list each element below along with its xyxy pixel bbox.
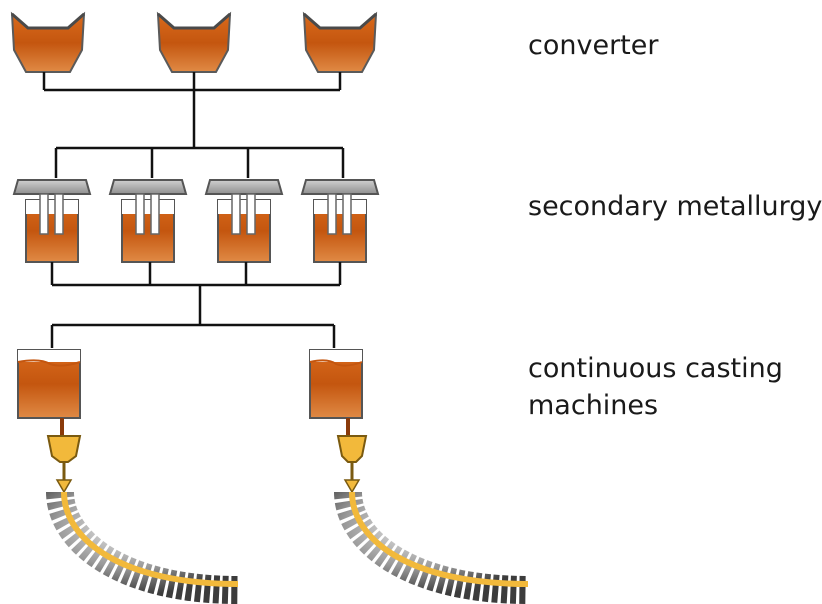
ladle-with-lid (12, 179, 92, 263)
mould-funnel (55, 462, 73, 494)
converter-vessel (302, 11, 378, 73)
casting-label-line-1: continuous casting (528, 353, 783, 384)
flow-connector (50, 262, 342, 348)
continuous-casting-label: continuous casting machines (528, 350, 783, 424)
casting-ladle (17, 349, 81, 419)
strand-rollers (46, 491, 239, 604)
flow-connector (42, 72, 345, 178)
converter-label: converter (528, 30, 659, 61)
ladle-with-lid (300, 179, 380, 263)
cast-strand (349, 491, 529, 587)
ladle-with-lid (204, 179, 284, 263)
ladle-with-lid (108, 179, 188, 263)
converter-vessel (156, 11, 232, 73)
secondary-metallurgy-label: secondary metallurgy (528, 191, 822, 222)
cast-strand (61, 491, 239, 587)
mould-funnel (343, 462, 361, 494)
tundish (46, 435, 82, 463)
converter-vessel (10, 11, 86, 73)
strand-rollers (334, 491, 529, 604)
tundish (336, 435, 368, 463)
casting-ladle (309, 349, 363, 419)
casting-label-line-2: machines (528, 390, 659, 421)
